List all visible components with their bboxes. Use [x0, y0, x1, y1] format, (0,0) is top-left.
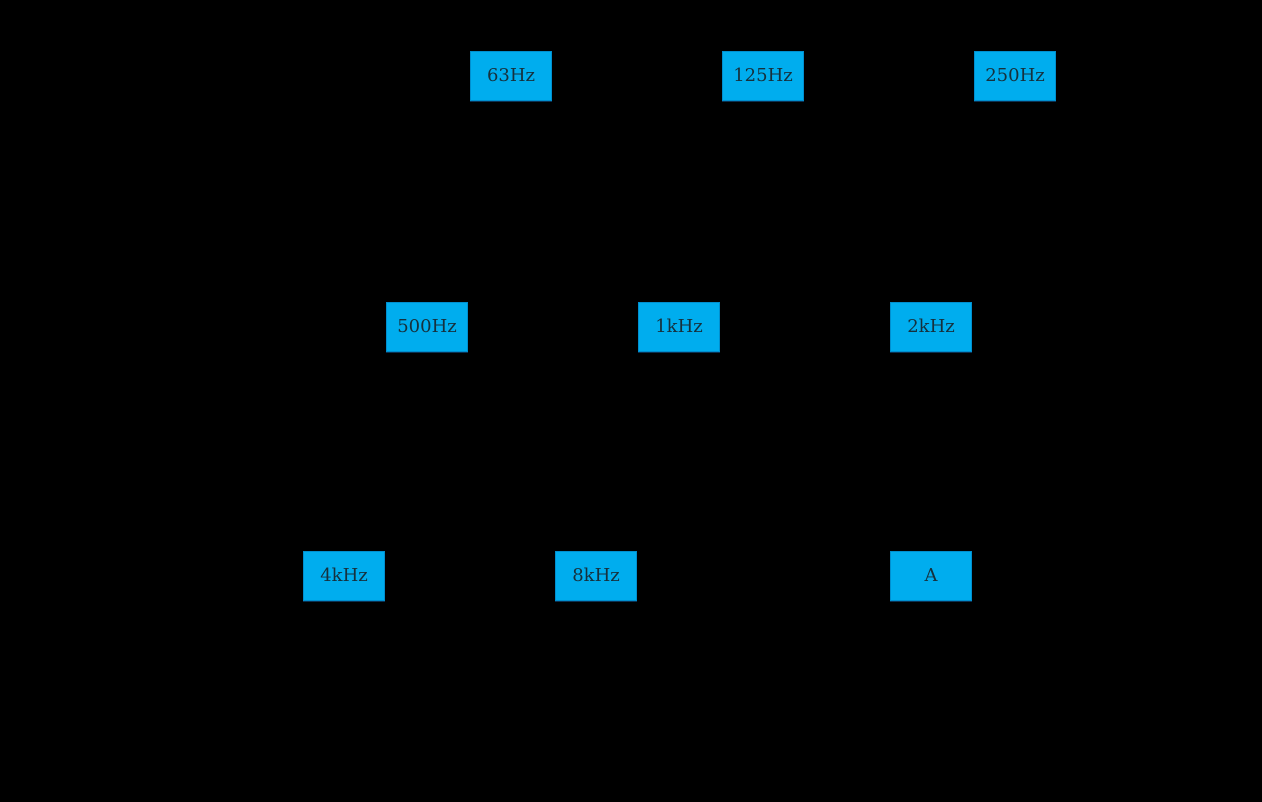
- band-button-a-weighting[interactable]: A: [890, 551, 972, 601]
- band-button-2khz[interactable]: 2kHz: [890, 302, 972, 352]
- band-button-label: 1kHz: [655, 316, 703, 337]
- band-button-label: A: [924, 565, 938, 586]
- band-button-label: 500Hz: [397, 316, 457, 337]
- band-button-63hz[interactable]: 63Hz: [470, 51, 552, 101]
- band-button-label: 4kHz: [320, 565, 368, 586]
- band-button-label: 63Hz: [486, 65, 536, 86]
- band-button-4khz[interactable]: 4kHz: [303, 551, 385, 601]
- band-button-label: 250Hz: [985, 65, 1045, 86]
- band-button-8khz[interactable]: 8kHz: [555, 551, 637, 601]
- band-button-250hz[interactable]: 250Hz: [974, 51, 1056, 101]
- band-button-label: 125Hz: [733, 65, 793, 86]
- band-button-label: 8kHz: [572, 565, 620, 586]
- band-button-label: 2kHz: [907, 316, 955, 337]
- band-button-125hz[interactable]: 125Hz: [722, 51, 804, 101]
- band-button-500hz[interactable]: 500Hz: [386, 302, 468, 352]
- band-button-1khz[interactable]: 1kHz: [638, 302, 720, 352]
